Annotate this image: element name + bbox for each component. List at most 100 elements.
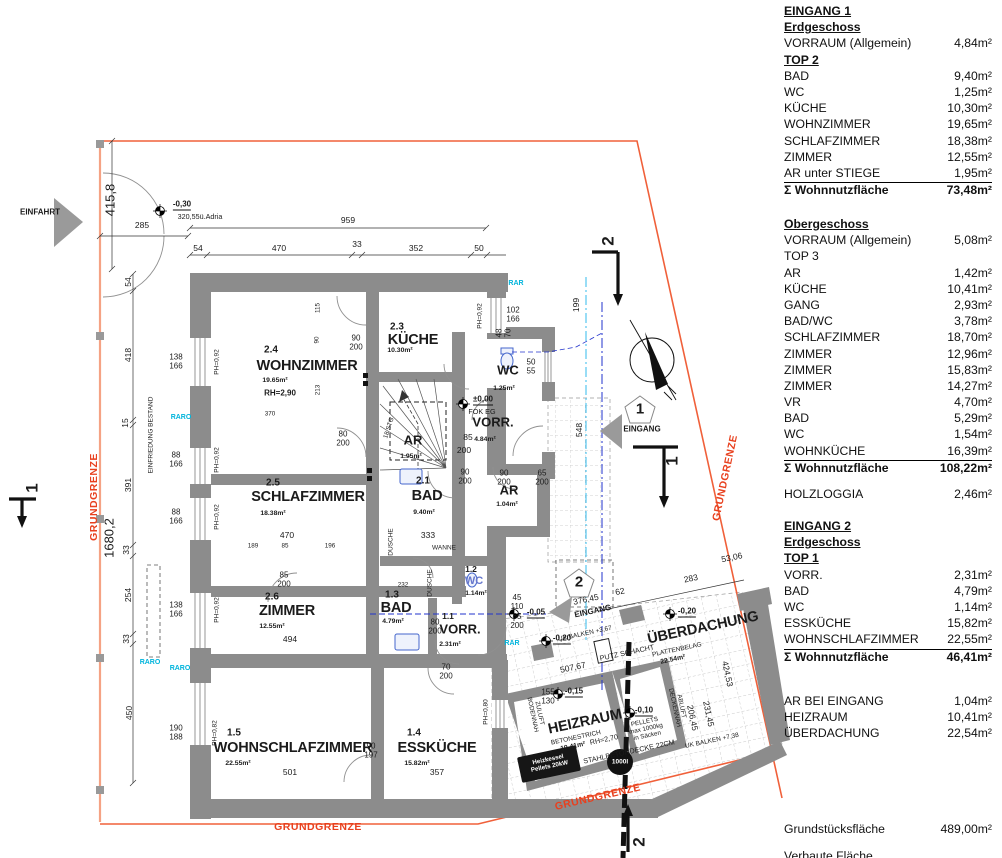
table-row: ZIMMER 12,96m²	[784, 347, 992, 363]
einfahrt-arrow-icon	[54, 198, 83, 247]
table-row: WC 1,14m²	[784, 600, 992, 616]
row-label: SCHLAFZIMMER	[784, 330, 881, 345]
row-label: VORRAUM (Allgemein)	[784, 36, 912, 51]
row-value: 22,55m²	[947, 632, 992, 647]
row-value: 5,08m²	[954, 233, 992, 248]
row-value: 19,65m²	[947, 117, 992, 132]
row-value: 1,95m²	[954, 165, 992, 180]
table-row: KÜCHE 10,41m²	[784, 282, 992, 298]
row-value: 3,78m²	[954, 314, 992, 329]
row-label: BAD	[784, 68, 810, 83]
table-row: TOP 2	[784, 53, 992, 69]
row-label: WC	[784, 599, 805, 614]
property-boundary	[96, 140, 783, 825]
row-value: 18,38m²	[947, 133, 992, 148]
row-value: 12,96m²	[947, 346, 992, 361]
row-label: HOLZLOGGIA	[784, 487, 864, 501]
table-row: EINGANG 1	[784, 4, 992, 20]
row-label: KÜCHE	[784, 281, 827, 296]
row-value: 1,04m²	[954, 694, 992, 708]
row-label: WC	[784, 427, 805, 442]
row-label: Verbaute Fläche	[784, 849, 873, 858]
row-value: 73,48m²	[946, 183, 992, 198]
table-row: Erdgeschoss	[784, 535, 992, 551]
fence-posts	[96, 140, 104, 794]
row-label: WOHNSCHLAFZIMMER	[784, 632, 919, 647]
row-value: 15,82m²	[947, 616, 992, 631]
row-label: EINGANG 1	[784, 4, 852, 18]
row-label: TOP 3	[784, 249, 819, 264]
row-label: Erdgeschoss	[784, 535, 861, 550]
row-label: AR unter STIEGE	[784, 165, 881, 180]
row-value: 489,00m²	[940, 822, 993, 836]
row-value: 1,25m²	[954, 84, 992, 99]
row-label: WOHNKÜCHE	[784, 443, 866, 458]
row-label: VR	[784, 395, 801, 410]
row-label: AR	[784, 265, 801, 280]
table-row: AR unter STIEGE 1,95m²	[784, 165, 992, 184]
row-label: Σ Wohnnutzfläche	[784, 649, 889, 664]
table-row: HEIZRAUM 10,41m²	[784, 710, 992, 726]
staircase	[379, 378, 447, 472]
row-value: 2,31m²	[954, 567, 992, 582]
row-label: Obergeschoss	[784, 217, 869, 231]
row-label: EINGANG 2	[784, 519, 852, 533]
windows	[190, 298, 555, 745]
row-value: 2,93m²	[954, 297, 992, 312]
row-value: 1,14m²	[954, 599, 992, 614]
table-row: TOP 3	[784, 249, 992, 265]
row-label: BAD	[784, 411, 810, 426]
heating-equipment	[517, 637, 633, 858]
entrance-badges	[563, 395, 656, 598]
row-label: Erdgeschoss	[784, 20, 861, 35]
row-label: ESSKÜCHE	[784, 616, 852, 631]
row-label: TOP 1	[784, 551, 819, 566]
row-label: TOP 2	[784, 52, 819, 67]
row-value: 10,41m²	[947, 710, 992, 725]
row-label: BAD	[784, 583, 810, 598]
table-row: VORR.2,31m²	[784, 568, 992, 584]
table-row: ESSKÜCHE 15,82m²	[784, 616, 992, 632]
row-label: ZIMMER	[784, 346, 833, 361]
row-value: 4,79m²	[954, 583, 992, 598]
section-marks	[9, 250, 678, 852]
table-section: Verbaute Fläche	[784, 849, 992, 858]
section-arrowheads	[17, 294, 669, 816]
row-label: BAD/WC	[784, 314, 833, 329]
entrance-arrows	[54, 198, 622, 623]
row-value: 46,41m²	[946, 649, 992, 664]
eingang-2-arrow-icon	[549, 597, 572, 623]
row-label: HEIZRAUM	[784, 710, 848, 725]
row-label: Σ Wohnnutzfläche	[784, 183, 889, 198]
row-value: 1,54m²	[954, 427, 992, 442]
row-label: WC	[784, 84, 805, 99]
dimension-lines	[96, 137, 745, 787]
row-value: 10,41m²	[947, 281, 992, 296]
table-row: EINGANG 2	[784, 519, 992, 535]
row-value: 108,22m²	[939, 460, 992, 475]
table-row: Obergeschoss	[784, 217, 992, 233]
table-row: Σ Wohnnutzfläche 73,48m²	[784, 183, 992, 199]
row-value: 15,83m²	[947, 362, 992, 377]
row-label: KÜCHE	[784, 101, 827, 116]
